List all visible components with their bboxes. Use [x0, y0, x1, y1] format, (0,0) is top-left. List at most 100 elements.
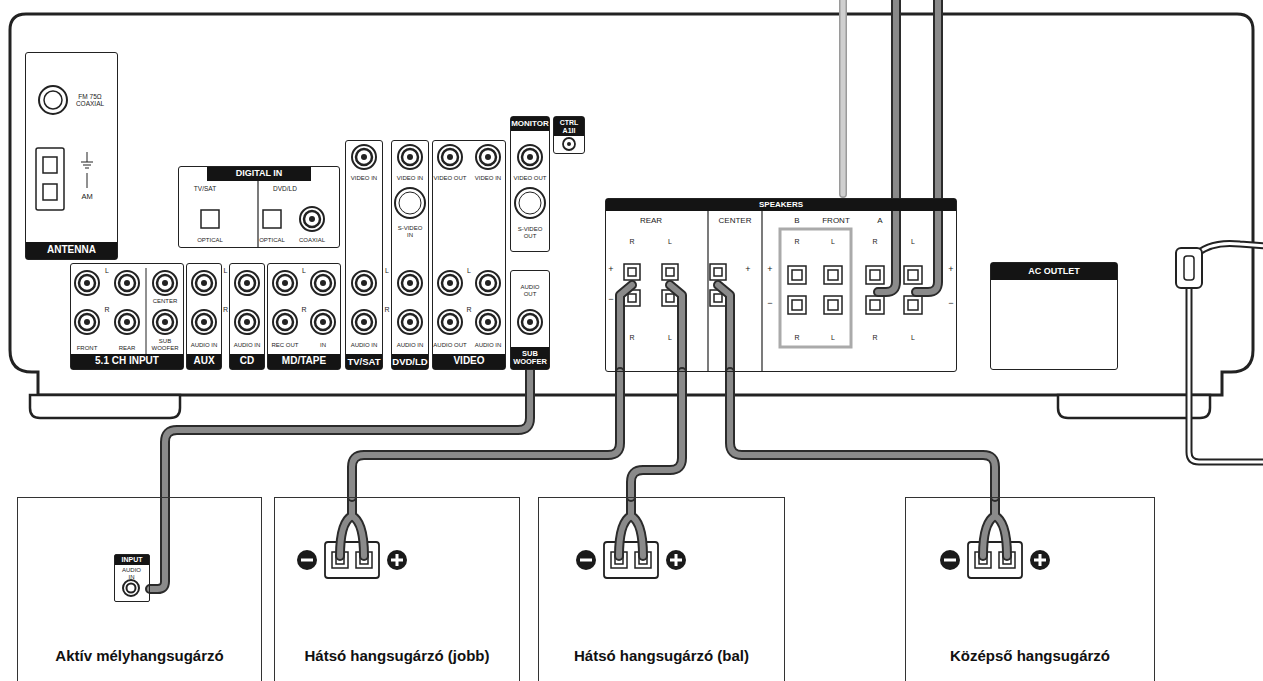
panel-label: L [105, 267, 109, 275]
polarity-sign: + [608, 265, 613, 275]
plus-icon [675, 554, 678, 566]
panel-label: L [224, 267, 228, 275]
speaker-cable [631, 372, 682, 497]
speaker-terminal [866, 296, 884, 314]
panel-title: ANTENNA [26, 242, 117, 259]
minus-icon [576, 550, 596, 570]
panel-label: L [385, 267, 389, 275]
plus-icon [387, 550, 407, 570]
cable-fork [619, 497, 643, 556]
panel-label: S-VIDEO OUT [515, 226, 545, 239]
cable-core [631, 372, 682, 497]
speaker-caption: Hátsó hangsugárzó (bal) [543, 647, 780, 664]
speaker-terminal [662, 264, 678, 280]
cable-fork [340, 497, 364, 556]
rca-jack [311, 271, 335, 295]
panel-label: L [668, 334, 672, 342]
am-terminal-slot [43, 184, 57, 200]
panel-label: L [467, 267, 471, 275]
speaker-box: Középső hangsugárzó [905, 497, 1155, 681]
rca-jack [192, 310, 216, 334]
panel-label: L [668, 238, 672, 246]
panel-label: L [302, 267, 306, 275]
plus-icon [396, 554, 399, 566]
cable-stub [620, 285, 632, 372]
polarity-sign: + [745, 265, 750, 275]
panel-title: AC OUTLET [991, 263, 1117, 280]
panel-label: R [629, 334, 634, 342]
terminal-block [325, 542, 379, 578]
panel-label: VIDEO IN [475, 175, 501, 182]
ground-symbol [81, 152, 93, 188]
cord-clamp [1184, 256, 1194, 280]
panel-title: 5.1 CH INPUT [71, 354, 183, 369]
divider [761, 210, 762, 372]
panel-title: MONITOR [511, 117, 549, 131]
optical-port [201, 210, 219, 228]
panel-label: R [301, 306, 306, 314]
front-a-cable [916, 0, 938, 292]
rca-jack [153, 310, 177, 334]
fm-connector [44, 91, 62, 109]
rca-jack [235, 271, 259, 295]
panel-label: AUDIO OUT [433, 342, 466, 349]
cable-outline [730, 372, 995, 497]
panel-title: TV/SAT [346, 354, 382, 369]
speaker-terminal [624, 264, 640, 280]
terminal-block [604, 542, 658, 578]
panel-title: CD [230, 354, 264, 369]
rca-jack [438, 310, 462, 334]
cable-stub [670, 285, 682, 372]
panel-label: AUDIO OUT [517, 284, 543, 297]
rca-jack [115, 310, 139, 334]
panel-label: CENTER [153, 298, 178, 305]
speaker-box: Aktív mélyhangsugárzóINPUTAUDIO IN [17, 497, 262, 681]
panel-label: COAXIAL [299, 237, 325, 244]
rca-jack [476, 271, 500, 295]
plus-icon [1030, 550, 1050, 570]
speaker-box: Hátsó hangsugárzó (jobb) [274, 497, 520, 681]
control-jack-pin [567, 142, 571, 146]
panel-title: SPEAKERS [606, 199, 956, 211]
receiver-foot [30, 395, 180, 418]
cable-stub [718, 285, 730, 372]
panel-label: REAR [119, 345, 136, 352]
ac-outlet: AC OUTLET [990, 262, 1118, 370]
input-group: CD [229, 263, 265, 370]
cable-stub [620, 285, 632, 372]
rca-jack [398, 310, 422, 334]
panel-label: S-VIDEO IN [396, 225, 424, 238]
rca-jack [438, 271, 462, 295]
cable-outline [150, 370, 530, 589]
panel-label: OPTICAL [197, 237, 223, 244]
minus-icon [944, 559, 956, 562]
panel-label: REC OUT [272, 342, 299, 349]
panel-label: REAR [640, 217, 662, 226]
panel-label: IN [320, 342, 326, 349]
plus-icon [666, 550, 686, 570]
panel-label: L [831, 334, 835, 342]
polarity-sign: + [948, 265, 953, 275]
rca-jack [75, 271, 99, 295]
panel-label: B [794, 217, 799, 226]
panel-label: VIDEO IN [351, 175, 377, 182]
panel-title: DVD/LD [392, 354, 428, 369]
rca-jack [352, 310, 376, 334]
front-a-cable [878, 0, 896, 292]
minus-icon [940, 550, 960, 570]
minus-icon [301, 559, 313, 562]
speaker-terminal [788, 266, 806, 284]
rca-jack [438, 145, 462, 169]
power-cord [1189, 268, 1263, 462]
speaker-caption: Középső hangsugárzó [910, 647, 1150, 664]
front-a-cable [878, 0, 896, 292]
cable-fork [983, 497, 1007, 556]
panel-title: CTRL A1II [554, 117, 584, 136]
panel-label: R [384, 306, 389, 314]
plus-icon [1039, 554, 1042, 566]
input-group: MD/TAPE [267, 263, 341, 370]
optical-port [263, 210, 281, 228]
divider [707, 210, 708, 372]
cable-fork [340, 497, 364, 556]
